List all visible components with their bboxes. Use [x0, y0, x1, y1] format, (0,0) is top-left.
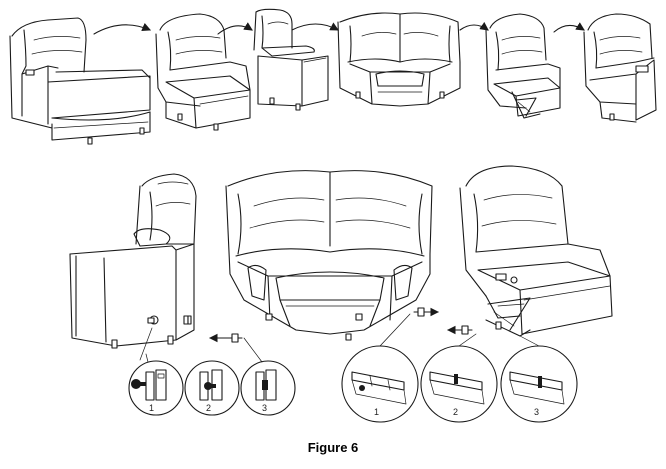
pin-icon	[418, 308, 424, 316]
bracket-icon	[346, 334, 351, 340]
right-callout-1: 1	[342, 314, 418, 422]
pin-icon	[184, 316, 191, 324]
right-callout-2: 2	[421, 334, 497, 422]
recliner-open-large	[460, 166, 612, 336]
top-chaise-section	[10, 18, 150, 144]
top-armless-chair	[156, 14, 250, 130]
left-callout-3: 3	[241, 338, 295, 415]
arrow-right-icon	[292, 24, 338, 30]
left-callout-2: 2	[185, 361, 239, 415]
right-step-label-2: 2	[453, 407, 458, 417]
top-wedge-corner	[338, 13, 460, 106]
left-step-label-2: 2	[206, 403, 211, 413]
arrow-right-icon	[94, 25, 150, 34]
arrow-right-icon	[554, 25, 584, 32]
right-callout-3: 3	[501, 336, 577, 422]
figure-caption: Figure 6	[0, 440, 666, 455]
right-step-label-3: 3	[534, 407, 539, 417]
pin-icon	[462, 326, 468, 334]
wedge-corner-large	[226, 171, 432, 334]
left-step-label-1: 1	[149, 403, 154, 413]
console-unit-large	[70, 174, 196, 360]
top-recliner-open	[486, 14, 560, 118]
left-callout-1: 1	[129, 354, 183, 415]
pin-icon	[232, 334, 238, 342]
top-recliner-arm	[584, 14, 656, 122]
left-step-label-3: 3	[262, 403, 267, 413]
arrow-right-icon	[460, 25, 488, 30]
right-step-label-1: 1	[374, 407, 379, 417]
